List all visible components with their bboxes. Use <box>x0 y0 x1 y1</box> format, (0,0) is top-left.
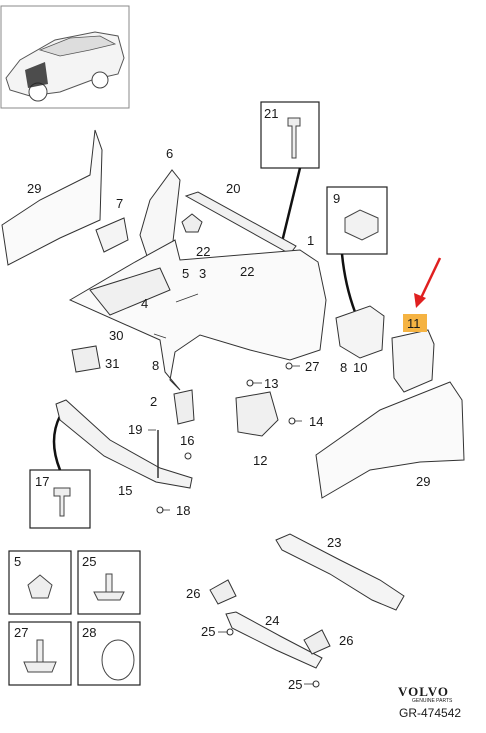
label-25-left: 25 <box>201 624 215 639</box>
part-31-plate <box>71 345 101 373</box>
diagram-reference: GR-474542 <box>399 706 462 720</box>
label-10: 10 <box>353 360 367 375</box>
label-30: 30 <box>109 328 123 343</box>
label-5: 5 <box>182 266 189 281</box>
label-4: 4 <box>141 296 148 311</box>
callout-box-28-detail <box>77 621 141 686</box>
label-26-left: 26 <box>186 586 200 601</box>
callout-box-9 <box>326 186 388 255</box>
label-26-right: 26 <box>339 633 353 648</box>
callout-box-21 <box>260 101 320 169</box>
label-22-lower: 22 <box>240 264 254 279</box>
brand-subtitle: GENUINE PARTS <box>412 698 453 704</box>
label-31: 31 <box>105 356 119 371</box>
label-box-28: 28 <box>82 625 96 640</box>
callout-box-5-detail <box>8 550 72 615</box>
label-8-right: 8 <box>340 360 347 375</box>
label-25-bottom: 25 <box>288 677 302 692</box>
part-24-crossmember <box>225 611 323 669</box>
part-23-crossmember <box>275 533 405 611</box>
part-26-bracket-right <box>303 629 331 655</box>
part-2-bracket <box>173 389 195 425</box>
part-12-bracket <box>235 391 279 437</box>
callout-box-27-detail <box>8 621 72 686</box>
part-22-bracket-upper <box>181 213 203 233</box>
label-6: 6 <box>166 146 173 161</box>
label-29-top: 29 <box>27 181 41 196</box>
part-29-left-panel <box>1 129 103 266</box>
label-18: 18 <box>176 503 190 518</box>
label-8-left: 8 <box>152 358 159 373</box>
callout-arrow-17 <box>52 415 62 471</box>
label-11: 11 <box>407 316 421 331</box>
car-thumbnail <box>0 5 130 109</box>
label-21: 21 <box>264 106 278 121</box>
label-1: 1 <box>307 233 314 248</box>
label-2: 2 <box>150 394 157 409</box>
brand-logo: VOLVO <box>398 684 449 699</box>
fastener-16 <box>184 452 192 460</box>
label-14: 14 <box>309 414 323 429</box>
label-24: 24 <box>265 613 279 628</box>
leader-lines <box>148 293 314 685</box>
part-15-bumper-beam <box>55 399 193 489</box>
highlight-11 <box>403 314 427 332</box>
label-15: 15 <box>118 483 132 498</box>
label-20: 20 <box>226 181 240 196</box>
label-7: 7 <box>116 196 123 211</box>
label-box-27: 27 <box>14 625 28 640</box>
part-20-bar <box>184 191 297 255</box>
label-13: 13 <box>264 376 278 391</box>
label-19: 19 <box>128 422 142 437</box>
label-box-25: 25 <box>82 554 96 569</box>
label-23: 23 <box>327 535 341 550</box>
label-16: 16 <box>180 433 194 448</box>
fastener-27 <box>285 362 293 370</box>
callout-arrow-21 <box>280 167 302 243</box>
red-arrow <box>414 257 442 308</box>
part-7-bracket <box>95 217 129 253</box>
label-17: 17 <box>35 474 49 489</box>
label-9: 9 <box>333 191 340 206</box>
label-22-upper: 22 <box>196 244 210 259</box>
part-8-10-bracket <box>335 305 385 359</box>
part-29-right-panel <box>315 381 465 499</box>
part-1-inner-rail <box>89 267 171 316</box>
label-3: 3 <box>199 266 206 281</box>
callout-box-25-detail <box>77 550 141 615</box>
part-labels: 29 7 6 20 21 9 1 22 22 5 3 4 30 8 31 27 … <box>14 106 430 692</box>
callout-box-17 <box>29 469 91 529</box>
label-29-bottom: 29 <box>416 474 430 489</box>
part-26-bracket-left <box>209 579 237 605</box>
label-12: 12 <box>253 453 267 468</box>
callout-arrow-9 <box>340 253 357 313</box>
part-11-bracket <box>391 329 435 393</box>
label-27-top: 27 <box>305 359 319 374</box>
label-box-5: 5 <box>14 554 21 569</box>
